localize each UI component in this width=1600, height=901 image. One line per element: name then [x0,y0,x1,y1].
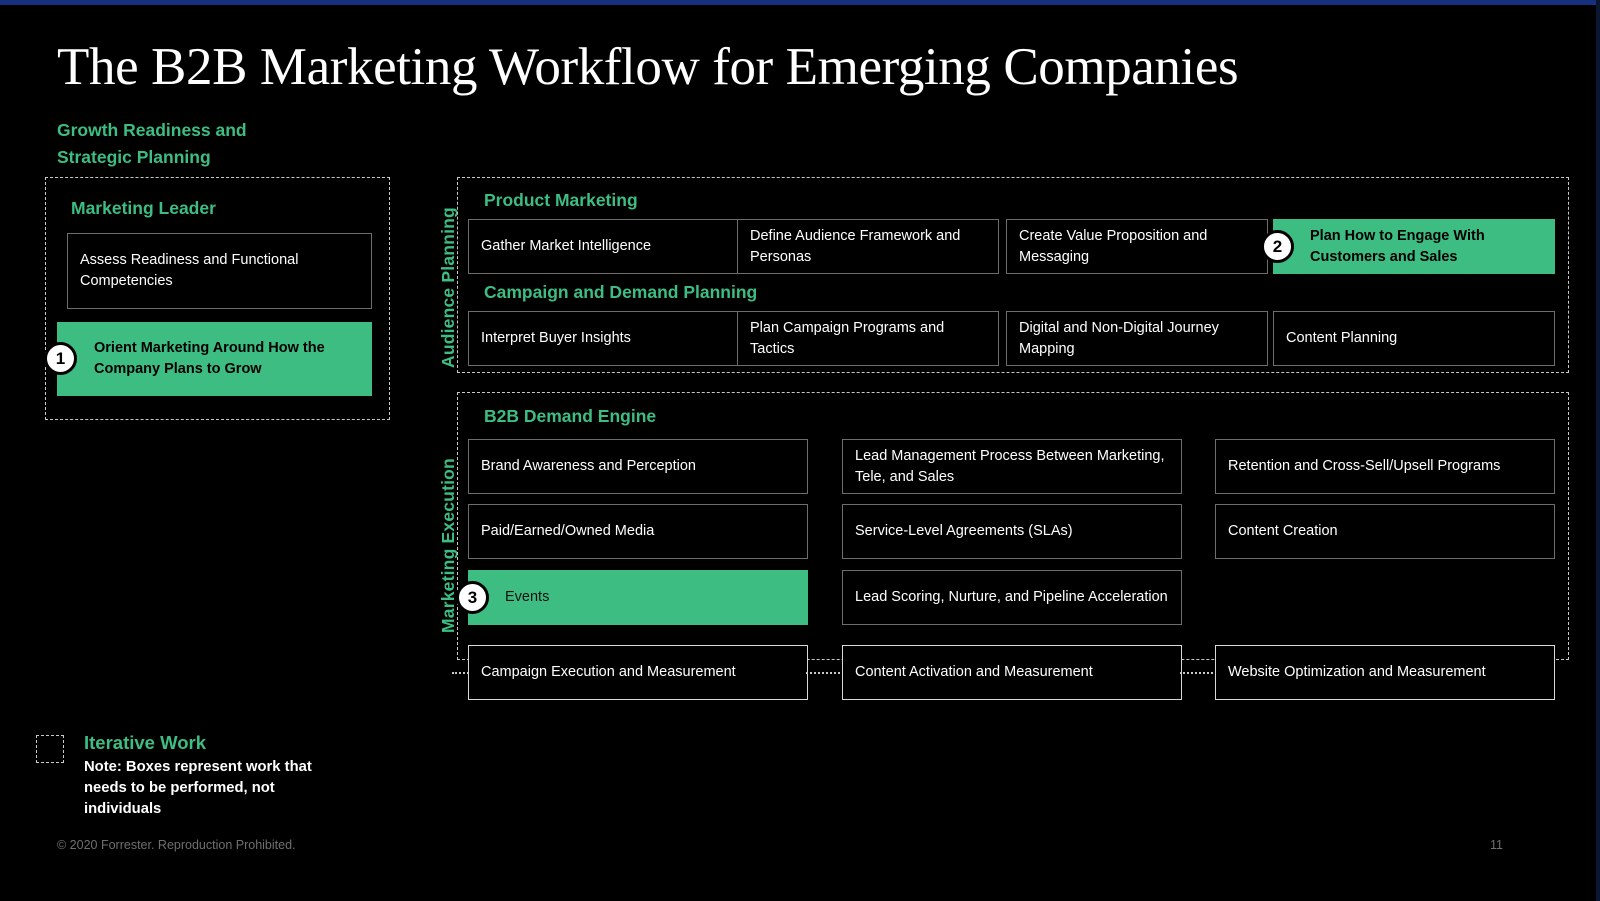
box-lead-scoring-nurture[interactable]: Lead Scoring, Nurture, and Pipeline Acce… [842,570,1182,625]
connector-1-2 [806,672,844,674]
box-orient-marketing[interactable]: Orient Marketing Around How the Company … [57,322,372,396]
box-content-creation[interactable]: Content Creation [1215,504,1555,559]
page-title: The B2B Marketing Workflow for Emerging … [57,38,1239,96]
box-digital-non-digital-journey[interactable]: Digital and Non-Digital Journey Mapping [1006,311,1268,366]
box-paid-earned-owned-media[interactable]: Paid/Earned/Owned Media [468,504,808,559]
box-events[interactable]: Events [468,570,808,625]
marketing-leader-heading: Marketing Leader [71,198,216,218]
box-define-audience-framework[interactable]: Define Audience Framework and Personas [737,219,999,274]
connector-left-edge [452,672,472,674]
box-gather-market-intelligence[interactable]: Gather Market Intelligence [468,219,744,274]
demand-engine-heading: B2B Demand Engine [484,406,657,426]
right-accent-bar [1596,0,1600,901]
box-website-optimization-measurement[interactable]: Website Optimization and Measurement [1215,645,1555,700]
badge-step-1: 1 [44,342,77,375]
box-plan-how-to-engage[interactable]: Plan How to Engage With Customers and Sa… [1273,219,1555,274]
product-marketing-heading: Product Marketing [484,190,638,210]
box-assess-readiness[interactable]: Assess Readiness and Functional Competen… [67,233,372,309]
box-retention-cross-sell[interactable]: Retention and Cross-Sell/Upsell Programs [1215,439,1555,494]
box-interpret-buyer-insights[interactable]: Interpret Buyer Insights [468,311,744,366]
section-kicker-line2: Strategic Planning [57,147,211,167]
box-lead-management-process[interactable]: Lead Management Process Between Marketin… [842,439,1182,494]
iterative-work-swatch-icon [36,735,64,763]
badge-step-2: 2 [1261,230,1294,263]
box-service-level-agreements[interactable]: Service-Level Agreements (SLAs) [842,504,1182,559]
section-kicker-line1: Growth Readiness and [57,120,247,140]
connector-2-3 [1180,672,1217,674]
box-content-planning[interactable]: Content Planning [1273,311,1555,366]
page-number: 11 [1490,838,1503,852]
box-create-value-proposition[interactable]: Create Value Proposition and Messaging [1006,219,1268,274]
legend-note: Note: Boxes represent work that needs to… [84,759,312,817]
box-content-activation-measurement[interactable]: Content Activation and Measurement [842,645,1182,700]
box-plan-campaign-programs[interactable]: Plan Campaign Programs and Tactics [737,311,999,366]
legend-title: Iterative Work [84,732,207,753]
band-label-marketing-execution: Marketing Execution [438,458,458,633]
marketing-leader-container [45,177,390,420]
top-accent-bar [0,0,1600,5]
copyright-text: © 2020 Forrester. Reproduction Prohibite… [57,838,296,852]
band-label-audience-planning: Audience Planning [438,207,458,368]
box-campaign-execution-measurement[interactable]: Campaign Execution and Measurement [468,645,808,700]
campaign-demand-planning-heading: Campaign and Demand Planning [484,282,758,302]
badge-step-3: 3 [456,581,489,614]
section-kicker: Growth Readiness and Strategic Planning [57,117,417,171]
box-brand-awareness[interactable]: Brand Awareness and Perception [468,439,808,494]
audience-planning-container [457,177,1569,373]
